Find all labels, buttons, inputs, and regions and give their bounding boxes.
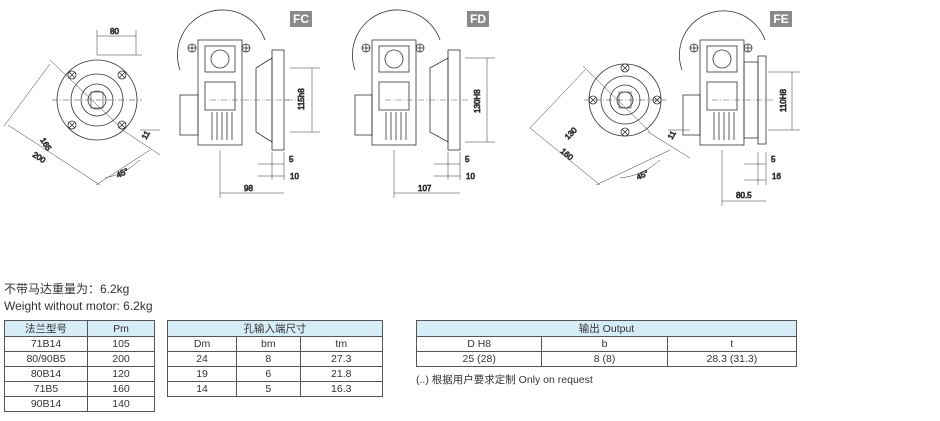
table-row: 24 8 27.3 — [166, 351, 384, 367]
input-bore-table: 孔输入端尺寸 Dm bm tm 24 8 27.3 19 6 21.8 14 5… — [166, 320, 384, 397]
table-row: 80B14 120 — [4, 366, 155, 382]
flange-front-view-right — [529, 63, 691, 186]
table-cell: 21.8 — [299, 366, 384, 382]
header-pm: Pm — [87, 320, 155, 337]
dim-98: 98 — [244, 184, 253, 193]
dim-45-left: 45° — [115, 167, 130, 180]
table-header-row: D H8 b t — [415, 336, 798, 352]
dim-11-left: 11 — [140, 129, 152, 141]
output-title: 输出 Output — [416, 320, 797, 337]
table-cell: 19 — [166, 366, 238, 382]
header-tm: tm — [299, 336, 384, 352]
badge-fc: FC — [290, 11, 312, 27]
dim-5-fe: 5 — [771, 155, 776, 164]
table-row: 71B5 160 — [4, 381, 155, 397]
dim-45-right: 45° — [635, 169, 650, 182]
custom-note: (..) 根据用户要求定制 Only on request — [416, 374, 593, 386]
header-flange-model: 法兰型号 — [4, 320, 88, 337]
dim-5-fc: 5 — [289, 155, 294, 164]
table-cell: 24 — [166, 351, 238, 367]
table-cell: 71B5 — [4, 381, 88, 397]
table-row: 90B14 140 — [4, 396, 155, 412]
table-cell: 90B14 — [4, 396, 88, 412]
input-bore-title: 孔输入端尺寸 — [167, 320, 383, 337]
header-dm: Dm — [166, 336, 238, 352]
table-row: 25 (28) 8 (8) 28.3 (31.3) — [415, 351, 798, 367]
dim-10-fc: 10 — [290, 172, 299, 181]
weight-cn: 不带马达重量为：6.2kg — [4, 282, 130, 296]
dim-110h8: 110H8 — [779, 88, 788, 112]
header-b: b — [541, 336, 668, 352]
flange-table: 法兰型号 Pm 71B14 105 80/90B5 200 80B14 120 … — [4, 320, 155, 412]
header-d-h8: D H8 — [415, 336, 543, 352]
table-header-row: Dm bm tm — [166, 336, 384, 352]
table-cell: 160 — [87, 381, 155, 397]
table-row: 14 5 16.3 — [166, 381, 384, 397]
gearbox-view-fd — [352, 9, 495, 198]
table-cell: 200 — [87, 351, 155, 367]
dim-80-5: 80.5 — [736, 191, 752, 200]
technical-drawing: 80 165 200 11 45° 115h8 5 10 98 — [3, 9, 800, 206]
table-cell: 80B14 — [4, 366, 88, 382]
dim-11-right: 11 — [666, 129, 678, 141]
dim-130: 130 — [563, 125, 579, 141]
flange-front-view-left — [3, 30, 161, 186]
table-row: 19 6 21.8 — [166, 366, 384, 382]
table-title-row: 孔输入端尺寸 — [167, 320, 383, 337]
table-cell: 8 (8) — [541, 351, 668, 367]
table-cell: 16.3 — [299, 381, 384, 397]
table-cell: 25 (28) — [415, 351, 543, 367]
table-header-row: 法兰型号 Pm — [4, 320, 155, 337]
table-cell: 28.3 (31.3) — [666, 351, 798, 367]
table-cell: 105 — [87, 336, 155, 352]
header-t: t — [666, 336, 798, 352]
table-cell: 8 — [236, 351, 301, 367]
table-row: 80/90B5 200 — [4, 351, 155, 367]
dim-115h8: 115h8 — [297, 88, 306, 110]
header-bm: bm — [236, 336, 301, 352]
dim-200: 200 — [31, 150, 48, 165]
badge-fe: FE — [770, 11, 792, 27]
dim-107: 107 — [418, 184, 432, 193]
table-cell: 71B14 — [4, 336, 88, 352]
dim-80: 80 — [110, 27, 119, 36]
table-cell: 120 — [87, 366, 155, 382]
dim-165: 165 — [38, 136, 53, 153]
dim-130h8: 130H8 — [473, 89, 482, 113]
table-cell: 140 — [87, 396, 155, 412]
dim-16: 16 — [772, 172, 781, 181]
dim-10-fd: 10 — [466, 172, 475, 181]
gearbox-view-fe — [678, 10, 800, 206]
table-cell: 27.3 — [299, 351, 384, 367]
table-cell: 6 — [236, 366, 301, 382]
table-cell: 14 — [166, 381, 238, 397]
weight-en: Weight without motor: 6.2kg — [4, 299, 153, 313]
table-cell: 80/90B5 — [4, 351, 88, 367]
dim-5-fd: 5 — [465, 155, 470, 164]
dim-160: 160 — [559, 147, 575, 163]
table-title-row: 输出 Output — [416, 320, 797, 337]
badge-fd: FD — [467, 11, 489, 27]
table-row: 71B14 105 — [4, 336, 155, 352]
gearbox-view-fc — [177, 9, 320, 198]
output-table: 输出 Output D H8 b t 25 (28) 8 (8) 28.3 (3… — [415, 320, 798, 367]
table-cell: 5 — [236, 381, 301, 397]
